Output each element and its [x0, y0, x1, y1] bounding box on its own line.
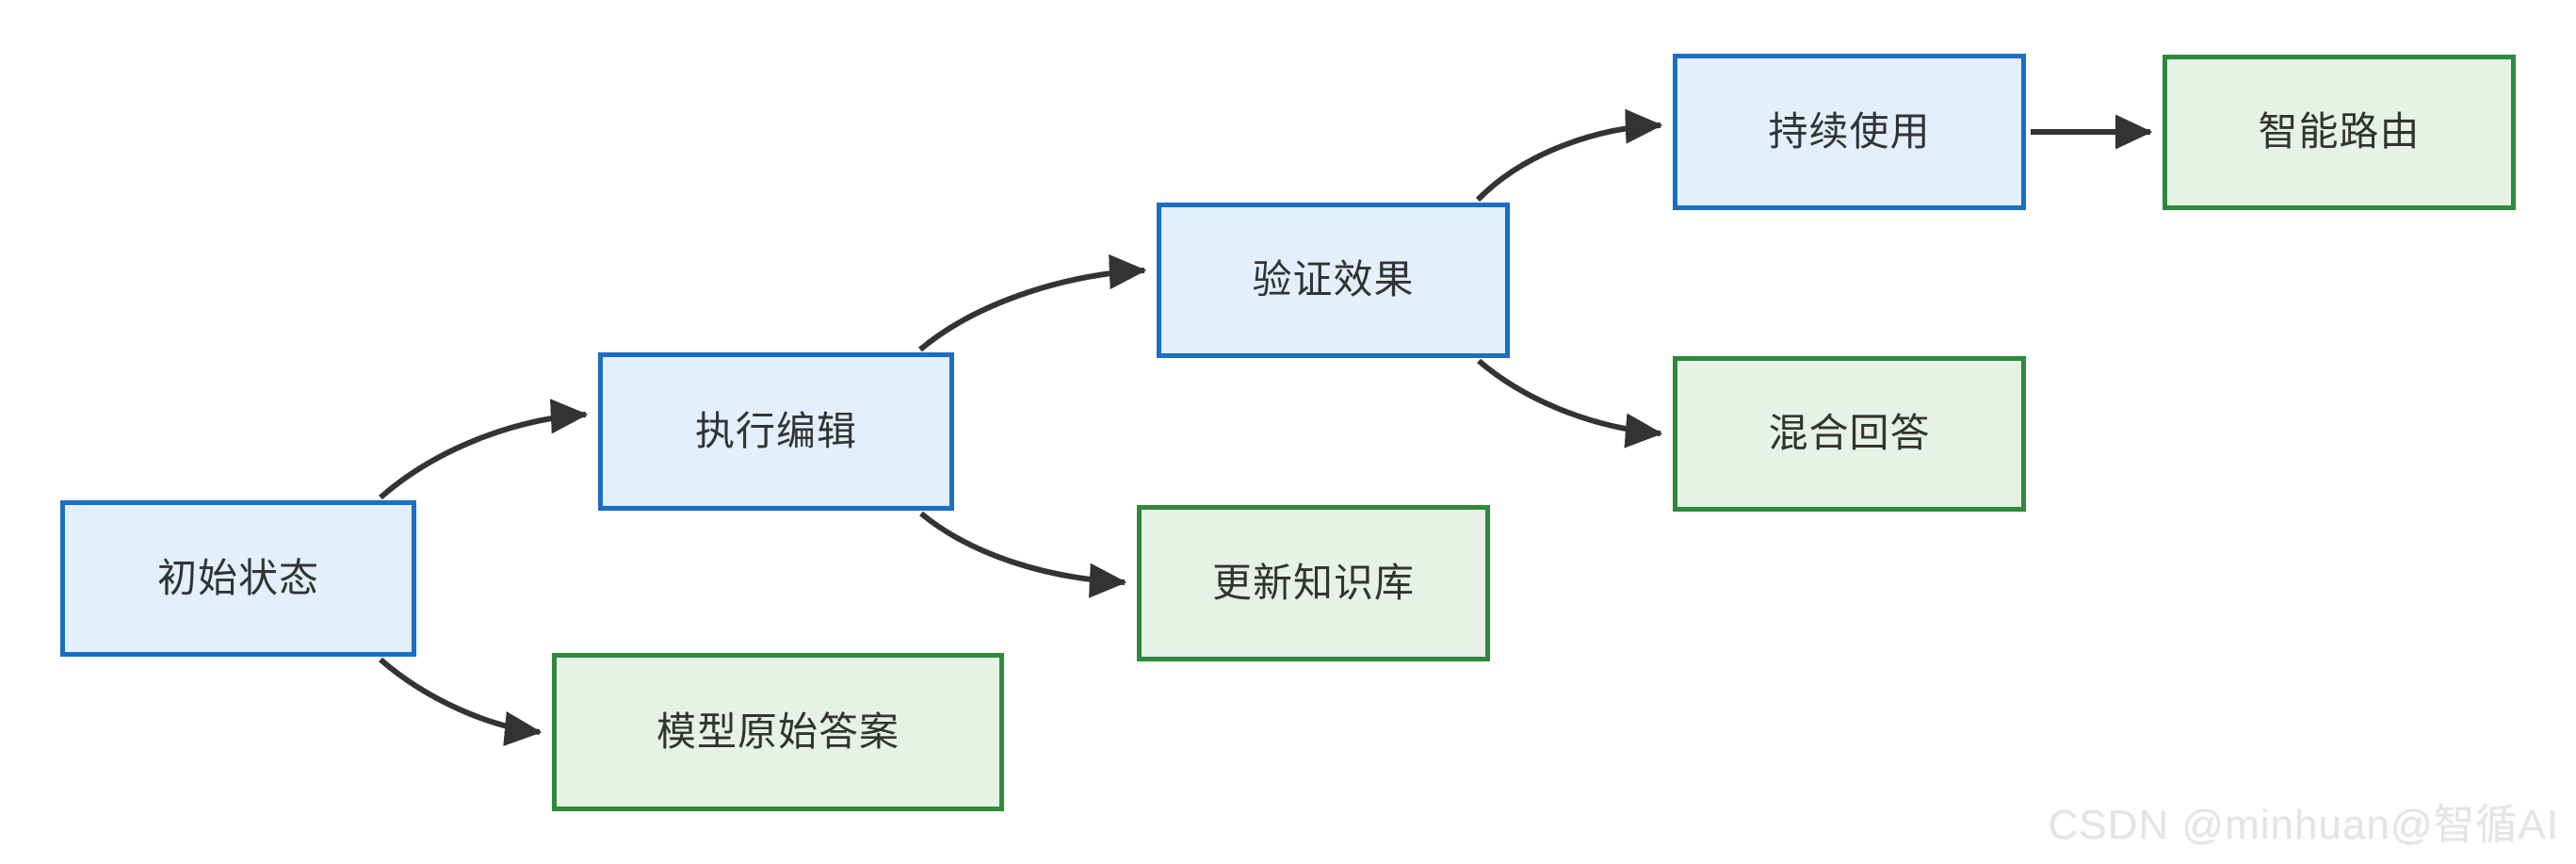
node-model-raw-answer[interactable]: 模型原始答案 — [552, 653, 1004, 811]
edge-initial-to-execute — [379, 399, 589, 500]
node-label: 验证效果 — [1252, 257, 1415, 302]
node-label: 初始状态 — [156, 555, 319, 600]
node-label: 更新知识库 — [1211, 560, 1415, 605]
node-label: 持续使用 — [1768, 108, 1931, 154]
watermark-text: CSDN @minhuan@智循AI — [2048, 802, 2559, 848]
node-continuous-use[interactable]: 持续使用 — [1673, 54, 2026, 210]
node-initial-state[interactable]: 初始状态 — [60, 500, 416, 657]
node-hybrid-answer[interactable]: 混合回答 — [1673, 356, 2026, 512]
edge-verify-to-continuous — [1475, 108, 1663, 203]
edge-verify-to-hybrid — [1477, 358, 1663, 448]
node-update-knowledge-base[interactable]: 更新知识库 — [1137, 505, 1490, 661]
node-label: 智能路由 — [2258, 109, 2421, 155]
edge-initial-to-model-answer — [379, 657, 543, 747]
node-label: 模型原始答案 — [656, 709, 899, 754]
node-label: 执行编辑 — [694, 408, 857, 453]
edge-execute-to-update-kb — [919, 511, 1127, 598]
node-label: 混合回答 — [1768, 411, 1931, 456]
edge-execute-to-verify — [918, 253, 1147, 352]
node-smart-routing[interactable]: 智能路由 — [2163, 55, 2516, 210]
node-verify-effect[interactable]: 验证效果 — [1157, 203, 1510, 358]
node-execute-edit[interactable]: 执行编辑 — [598, 352, 954, 511]
